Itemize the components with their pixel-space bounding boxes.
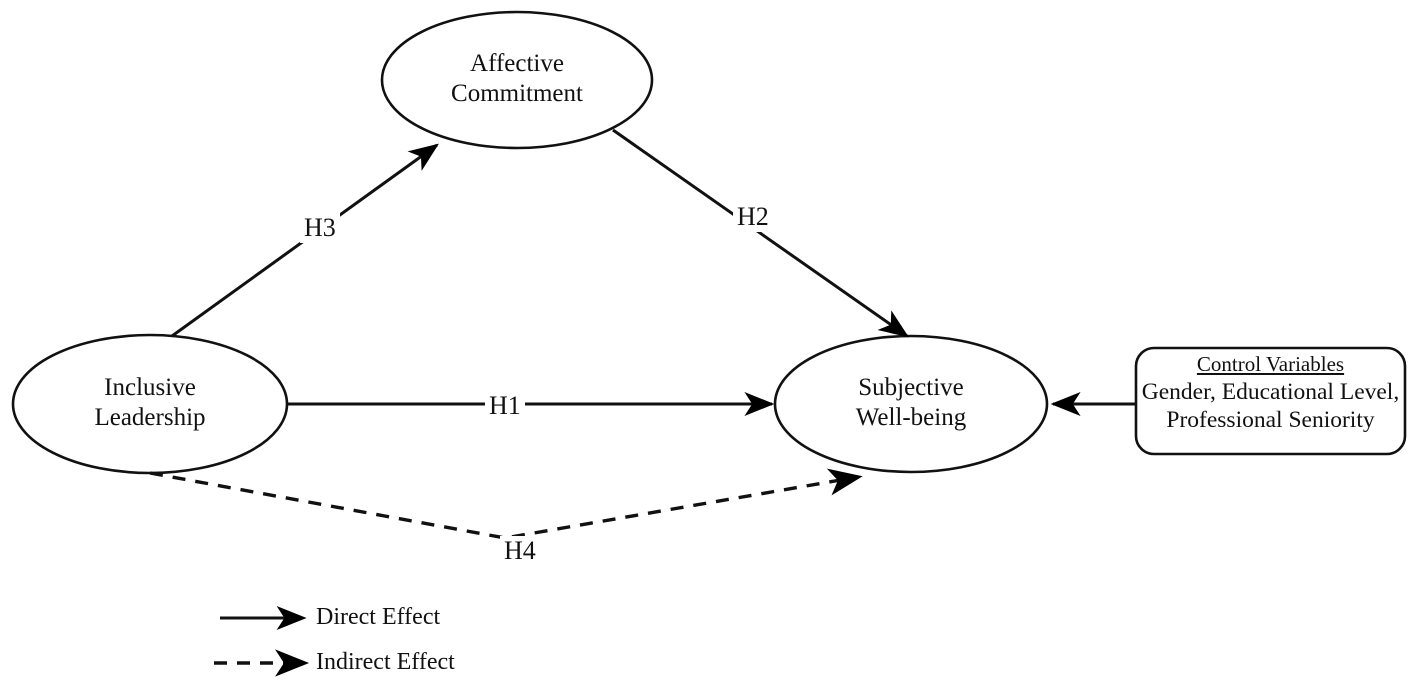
control-variables-content: Control Variables Gender, Educational Le…	[1139, 352, 1402, 435]
edge-h2[interactable]	[612, 128, 909, 338]
edge-label-h3: H3	[300, 213, 340, 243]
edge-label-h2: H2	[733, 202, 773, 232]
legend-label-indirect-effect: Indirect Effect	[316, 649, 455, 675]
legend-label-direct-effect: Direct Effect	[316, 604, 441, 630]
node-subjective-well-being[interactable]	[773, 334, 1049, 474]
edge-label-h4: H4	[500, 536, 540, 566]
control-variables-list: Gender, Educational Level, Professional …	[1141, 379, 1400, 434]
control-variables-title: Control Variables	[1196, 352, 1345, 376]
edge-label-h1: H1	[485, 391, 525, 421]
node-inclusive-leadership[interactable]	[11, 333, 289, 475]
node-affective-commitment[interactable]	[380, 10, 654, 150]
edge-h4[interactable]	[149, 468, 863, 540]
control-variables-box[interactable]	[1134, 346, 1407, 456]
